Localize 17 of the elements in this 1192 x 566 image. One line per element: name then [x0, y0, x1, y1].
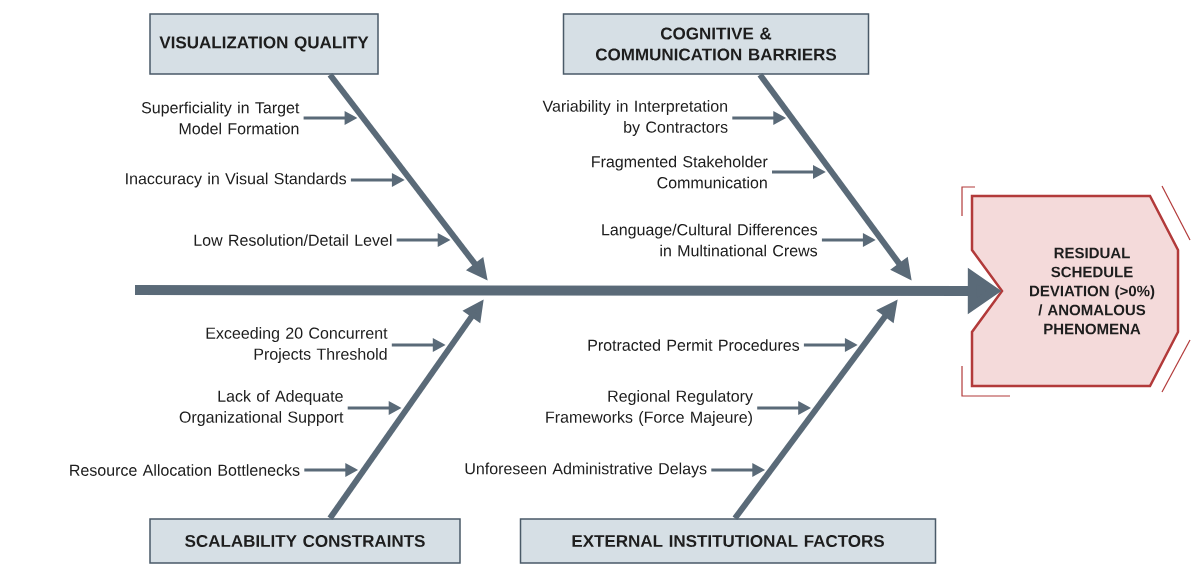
cause-label: Variability in Interpretation by Contractors [542, 100, 728, 136]
category-box: COGNITIVE & COMMUNICATION BARRIERS [562, 13, 870, 75]
cause-label: Inaccuracy in Visual Standards [126, 172, 347, 188]
cause-label: Regional Regulatory Frameworks (Force Majeure) [546, 390, 753, 426]
cause-label: Fragmented Stakeholder Communication [592, 155, 768, 189]
category-box: VISUALIZATION QUALITY [149, 13, 379, 75]
cause-label: Exceeding 20 Concurrent Projects Threshold [206, 327, 388, 363]
cause-label: Superficiality in Target Model Formation [141, 101, 300, 135]
cause-label: Lack of Adequate Organizational Support [179, 390, 344, 426]
category-box: SCALABILITY CONSTRAINTS [149, 518, 461, 564]
cause-label: Low Resolution/Detail Level [194, 234, 392, 246]
effect-box: RESIDUAL SCHEDULE DEVIATION (>0%) / ANOMALOUS PHENOMENA [961, 185, 1191, 397]
cause-label: Protracted Permit Procedures [588, 339, 800, 351]
cause-label: Unforeseen Administrative Delays [465, 462, 707, 478]
cause-label: Language/Cultural Differences in Multinational Crews [602, 223, 818, 257]
category-box: EXTERNAL INSTITUTIONAL FACTORS [519, 518, 937, 564]
cause-label: Resource Allocation Bottlenecks [70, 464, 300, 476]
